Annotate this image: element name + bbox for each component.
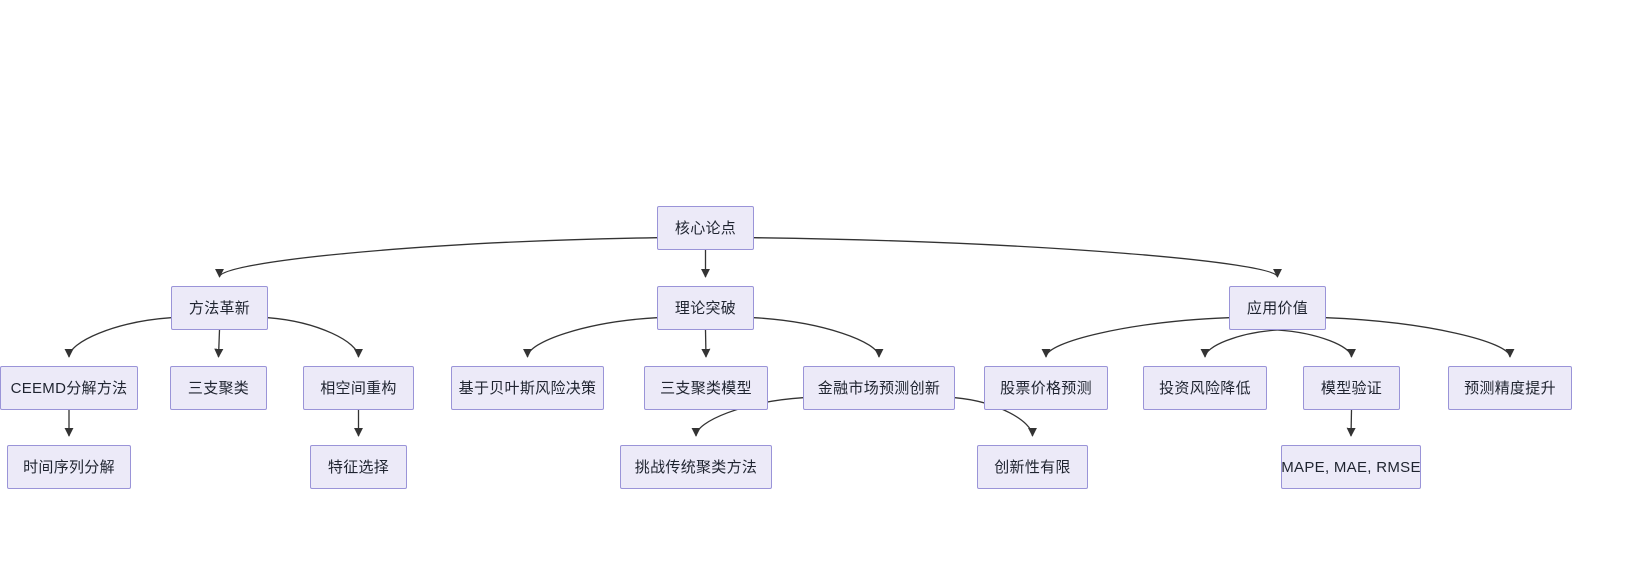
node-n10[interactable]: 股票价格预测 [984,366,1108,410]
node-label: 金融市场预测创新 [817,379,941,397]
node-label: 方法革新 [188,299,251,317]
edge-n0-to-n3 [753,237,1282,278]
edge-n3-to-n13 [1325,317,1515,358]
edge-group [64,237,1515,437]
node-n4[interactable]: CEEMD分解方法 [0,366,138,410]
edge-n0-to-n1 [215,237,658,278]
node-n11[interactable]: 投资风险降低 [1143,366,1267,410]
node-label: 股票价格预测 [1000,379,1092,397]
node-label: 三支聚类模型 [660,379,752,397]
node-n7[interactable]: 基于贝叶斯风险决策 [451,366,604,410]
edge-n2-to-n9 [753,317,884,358]
edge-n12-to-n18 [1346,409,1356,437]
node-label: 特征选择 [327,458,390,476]
edge-n3-to-n11 [1200,329,1278,358]
node-n1[interactable]: 方法革新 [171,286,268,330]
node-label: 预测精度提升 [1464,379,1556,397]
node-n17[interactable]: 创新性有限 [977,445,1088,489]
edge-n1-to-n4 [64,317,172,358]
node-label: 核心论点 [674,219,737,237]
node-n14[interactable]: 时间序列分解 [7,445,131,489]
node-n6[interactable]: 相空间重构 [303,366,414,410]
edge-n2-to-n7 [522,317,658,358]
edge-n1-to-n5 [214,329,224,358]
node-n0[interactable]: 核心论点 [657,206,754,250]
edge-n1-to-n6 [267,317,364,358]
node-label: 模型验证 [1320,379,1383,397]
node-label: 三支聚类 [187,379,250,397]
edge-n2-to-n8 [701,329,711,358]
node-n3[interactable]: 应用价值 [1229,286,1326,330]
edge-n3-to-n10 [1041,317,1230,358]
node-label: 时间序列分解 [23,458,115,476]
node-n8[interactable]: 三支聚类模型 [644,366,768,410]
node-label: MAPE, MAE, RMSE [1281,458,1421,476]
node-n2[interactable]: 理论突破 [657,286,754,330]
node-n18[interactable]: MAPE, MAE, RMSE [1281,445,1421,489]
node-label: 应用价值 [1246,299,1309,317]
node-n12[interactable]: 模型验证 [1303,366,1400,410]
node-label: 创新性有限 [994,458,1071,476]
node-label: 挑战传统聚类方法 [634,458,758,476]
node-label: 投资风险降低 [1159,379,1251,397]
node-n15[interactable]: 特征选择 [310,445,407,489]
node-label: 理论突破 [674,299,737,317]
node-n5[interactable]: 三支聚类 [170,366,267,410]
node-label: 相空间重构 [320,379,397,397]
node-n16[interactable]: 挑战传统聚类方法 [620,445,772,489]
edge-n3-to-n12 [1277,329,1357,358]
node-n13[interactable]: 预测精度提升 [1448,366,1572,410]
node-label: CEEMD分解方法 [10,379,128,397]
node-label: 基于贝叶斯风险决策 [458,379,597,397]
node-n9[interactable]: 金融市场预测创新 [803,366,955,410]
